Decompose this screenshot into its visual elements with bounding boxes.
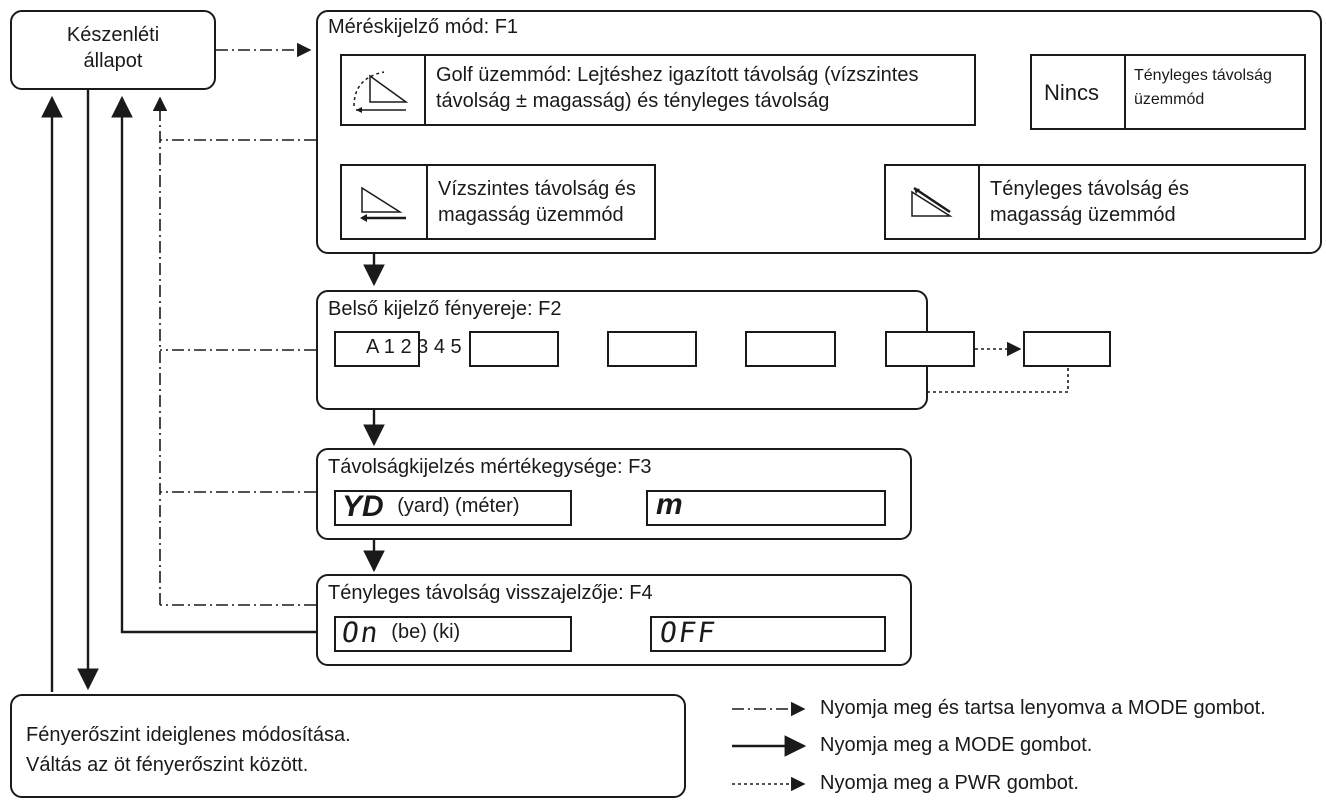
legend-dashdot: Nyomja meg és tartsa lenyomva a MODE gom…: [820, 697, 1266, 719]
m-display: m: [656, 488, 683, 521]
meter-box: [646, 490, 886, 526]
golf-icon-cell: [340, 54, 426, 126]
actual-height-line2: magasság üzemmód: [990, 204, 1176, 226]
actual-line2: üzemmód: [1134, 91, 1205, 108]
standby-line1: Készenléti: [66, 24, 160, 46]
horiz-line1: Vízszintes távolság és: [438, 178, 636, 200]
horiz-line2: magasság üzemmód: [438, 204, 624, 226]
brightness-box-a: [334, 331, 420, 367]
golf-slope-icon: [353, 71, 409, 113]
brightness-box-5: [1023, 331, 1111, 367]
standby-box: Készenléti állapot: [10, 10, 216, 90]
actual-height-icon: [911, 186, 953, 217]
legend-solid: Nyomja meg a MODE gombot.: [820, 734, 1093, 756]
yd-label: (yard) (méter): [397, 495, 520, 517]
golf-line2: távolság ± magasság) és tényleges távols…: [436, 90, 830, 112]
brightness-box-4: [885, 331, 975, 367]
bottom-line1: Fényerőszint ideiglenes módosítása.: [26, 724, 351, 746]
on-display: On: [339, 616, 383, 649]
f2-title: Belső kijelző fényereje: F2: [328, 298, 562, 320]
legend-dotted: Nyomja meg a PWR gombot.: [820, 772, 1079, 794]
standby-line2: állapot: [83, 50, 143, 72]
f4-title: Tényleges távolság visszajelzője: F4: [328, 582, 653, 604]
brightness-levels: A 1 2 3 4 5: [366, 336, 462, 358]
f3-title: Távolságkijelzés mértékegysége: F3: [328, 456, 652, 478]
golf-mode-box: [340, 54, 976, 126]
yd-display: YD: [342, 490, 384, 523]
on-label: (be) (ki): [391, 621, 461, 643]
brightness-temp-box: Fényerőszint ideiglenes módosítása. Vált…: [10, 694, 686, 798]
yard-box: [334, 490, 572, 526]
none-cell: [1030, 54, 1126, 130]
actual-mode-box: [1030, 54, 1306, 130]
brightness-box-2: [607, 331, 697, 367]
horizontal-icon-cell: [340, 164, 428, 240]
actual-line1: Tényleges távolság: [1134, 67, 1272, 84]
f1-title: Méréskijelző mód: F1: [328, 16, 519, 38]
brightness-box-3: [745, 331, 836, 367]
brightness-box-1: [469, 331, 559, 367]
none-label: Nincs: [1044, 80, 1100, 105]
horizontal-icon: [360, 186, 406, 222]
horizontal-mode-box: [340, 164, 656, 240]
golf-line1: Golf üzemmód: Lejtéshez igazított távols…: [436, 64, 919, 86]
off-box: [650, 616, 886, 652]
off-display: OFF: [657, 616, 719, 649]
actual-height-mode-box: [884, 164, 1306, 240]
actual-height-icon-cell: [884, 164, 980, 240]
bottom-line2: Váltás az öt fényerőszint között.: [26, 754, 309, 776]
actual-height-line1: Tényleges távolság és: [990, 178, 1190, 200]
on-box: [334, 616, 572, 652]
